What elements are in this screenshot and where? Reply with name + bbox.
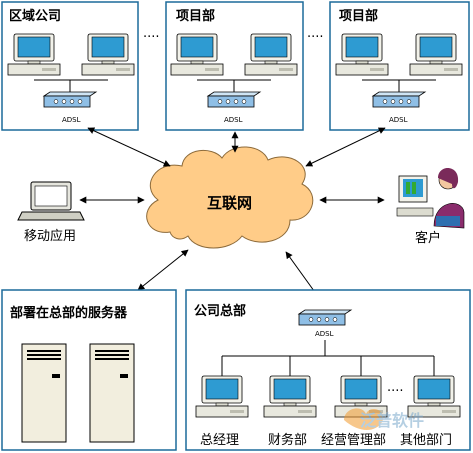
adsl-label: ADSL — [315, 330, 334, 338]
desktop-computer-icon — [195, 375, 249, 418]
connection-arrows — [79, 127, 386, 303]
adsl-modem-icon — [372, 91, 426, 108]
adsl-label: ADSL — [224, 116, 243, 124]
desktop-computer-icon — [81, 33, 135, 76]
region-project-dept-1: 项目部 ADSL — [165, 1, 304, 131]
ellipsis: ···· — [387, 384, 404, 399]
mobile-app-endpoint: 移动应用 — [17, 181, 85, 244]
region-label: 区域公司 — [9, 8, 61, 24]
watermark-text: 泛普软件 — [360, 411, 424, 430]
region-project-dept-2: 项目部 ADSL — [329, 1, 470, 131]
watermark-logo-icon — [344, 408, 384, 430]
region-label: 公司总部 — [194, 303, 246, 319]
adsl-modem-icon — [43, 91, 97, 108]
dept-label: 财务部 — [268, 432, 307, 448]
mobile-label: 移动应用 — [24, 228, 76, 244]
dept-label: 其他部门 — [400, 433, 452, 448]
person-at-computer-icon — [396, 167, 465, 229]
desktop-computer-icon — [263, 375, 317, 418]
customer-label: 客户 — [415, 230, 441, 246]
region-servers-at-hq: 部署在总部的服务器 — [1, 289, 177, 451]
ellipsis: ···· — [143, 30, 160, 45]
desktop-computer-icon — [335, 33, 389, 76]
desktop-computer-icon — [409, 33, 463, 76]
laptop-icon — [17, 181, 85, 221]
dept-label: 经营管理部 — [321, 433, 386, 448]
region-label: 项目部 — [339, 8, 378, 24]
region-label: 部署在总部的服务器 — [10, 305, 128, 321]
adsl-modem-icon — [298, 309, 352, 326]
adsl-label: ADSL — [62, 116, 81, 124]
desktop-computer-icon — [244, 33, 298, 76]
server-icon — [21, 343, 67, 443]
adsl-modem-icon — [207, 91, 261, 108]
dept-label: 总经理 — [200, 433, 239, 448]
cloud-label: 互联网 — [207, 194, 252, 212]
region-label: 项目部 — [176, 8, 215, 24]
server-icon — [89, 343, 135, 443]
ellipsis: ···· — [307, 30, 324, 45]
desktop-computer-icon — [7, 33, 61, 76]
internet-cloud: 互联网 — [146, 146, 314, 249]
region-regional-company: 区域公司 ADSL — [1, 1, 139, 131]
watermark: 泛普软件 — [344, 408, 424, 430]
desktop-computer-icon — [170, 33, 224, 76]
region-headquarters: 公司总部 ADSL ···· 总经理 财务部 经营管理部 其他部门 — [185, 289, 471, 451]
adsl-label: ADSL — [389, 116, 408, 124]
customer-endpoint: 客户 — [396, 167, 465, 246]
